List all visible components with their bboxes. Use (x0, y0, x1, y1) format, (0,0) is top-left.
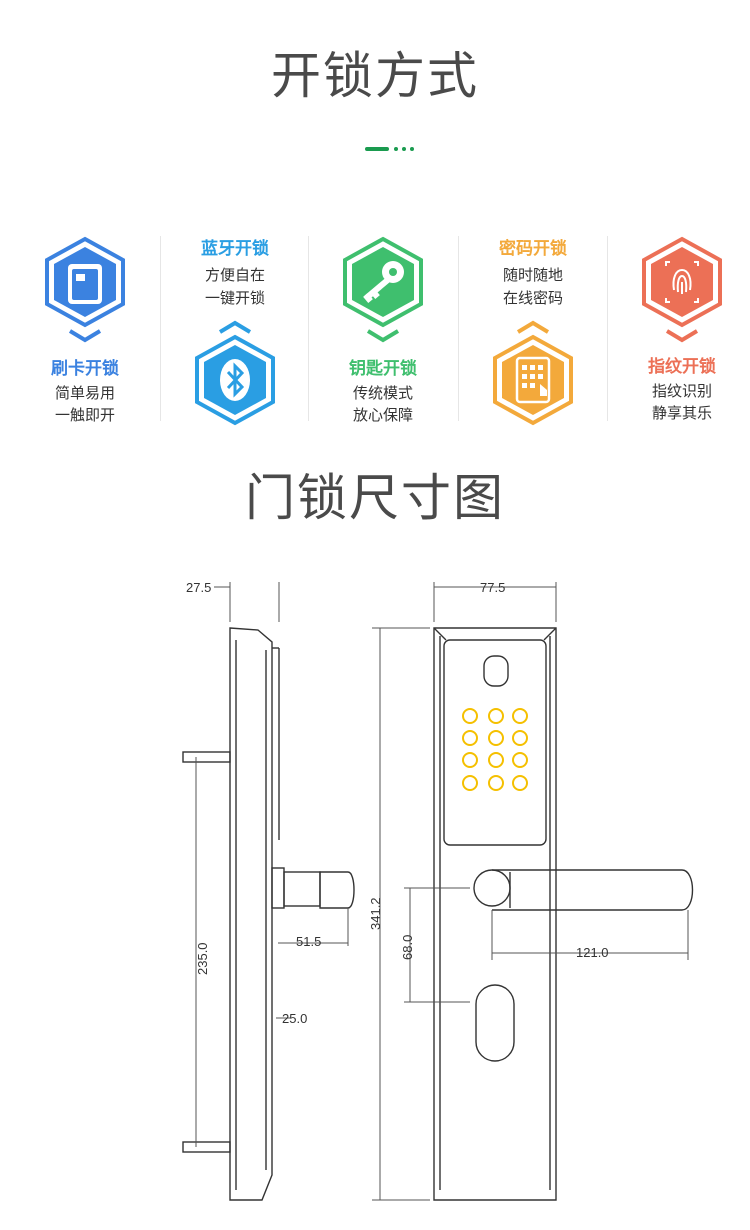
dim-backset: 25.0 (282, 1011, 307, 1026)
method-desc-line2: 一触即开 (54, 406, 115, 424)
chevron-down-icon (366, 329, 400, 343)
method-desc-line1: 随时随地 (502, 266, 563, 284)
dim-handle-to-cylinder: 68.0 (400, 935, 415, 960)
dim-front-width: 77.5 (480, 580, 505, 595)
unlock-methods-title: 开锁方式 (271, 47, 479, 105)
key-icon (343, 236, 423, 328)
method-label: 刷卡开锁 (51, 359, 119, 379)
method-label: 钥匙开锁 (349, 359, 417, 379)
method-desc-line2: 静享其乐 (651, 404, 712, 422)
chevron-up-icon (516, 320, 550, 334)
column-divider (160, 236, 161, 421)
method-desc-line1: 指纹识别 (651, 382, 712, 400)
method-label: 蓝牙开锁 (201, 239, 269, 259)
method-desc-line2: 在线密码 (502, 289, 563, 307)
column-divider (458, 236, 459, 421)
method-desc-line2: 一键开锁 (204, 289, 265, 307)
method-desc-line2: 放心保障 (352, 406, 413, 424)
method-key: 钥匙开锁 传统模式 放心保障 (318, 234, 448, 434)
keypad-icon (493, 334, 573, 426)
chevron-up-icon (218, 320, 252, 334)
method-card: 刷卡开锁 简单易用 一触即开 (20, 234, 150, 434)
chevron-down-icon (68, 329, 102, 343)
method-fingerprint: 指纹开锁 指纹识别 静享其乐 (617, 234, 747, 434)
method-desc-line1: 方便自在 (204, 266, 265, 284)
lock-size-title: 门锁尺寸图 (245, 469, 505, 527)
method-label: 指纹开锁 (648, 357, 716, 377)
card-reader-icon (45, 236, 125, 328)
chevron-down-icon (665, 329, 699, 343)
column-divider (308, 236, 309, 421)
dim-mount-spacing: 235.0 (195, 942, 210, 975)
dim-overall-height: 341.2 (368, 897, 383, 930)
method-desc-line1: 传统模式 (352, 384, 413, 402)
column-divider (607, 236, 608, 421)
lock-dimension-drawing: 27.5 77.5 341.2 235.0 51.5 25.0 68.0 121… (182, 580, 694, 1201)
dim-handle-length: 121.0 (576, 945, 609, 960)
method-label: 密码开锁 (499, 239, 567, 259)
method-password: 密码开锁 随时随地 在线密码 (468, 234, 598, 434)
method-bluetooth: 蓝牙开锁 方便自在 一键开锁 (170, 234, 300, 434)
bluetooth-icon (195, 334, 275, 426)
fingerprint-icon (642, 236, 722, 328)
dim-side-thickness: 27.5 (186, 580, 211, 595)
dim-latch-depth: 51.5 (296, 934, 321, 949)
method-desc-line1: 简单易用 (54, 384, 115, 402)
